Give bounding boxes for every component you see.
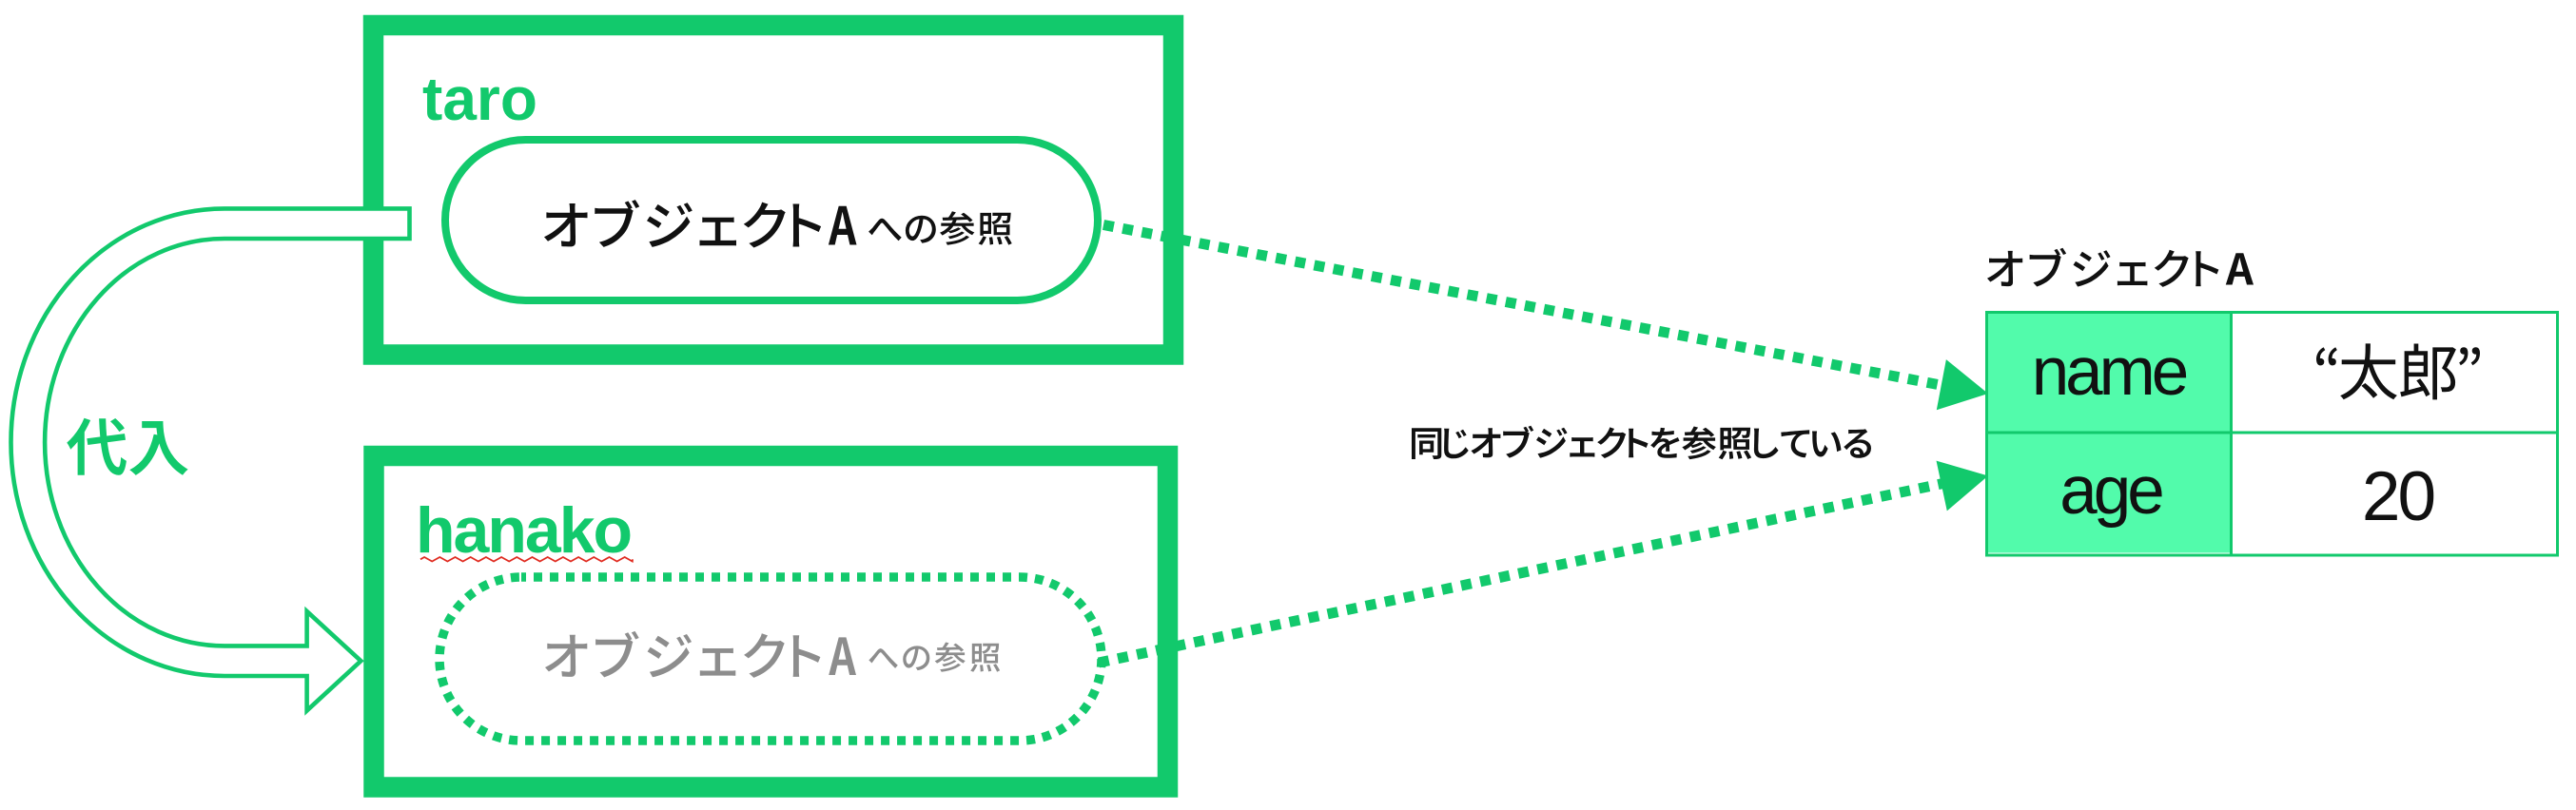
svg-text:20: 20 [2362,458,2434,535]
svg-text:hanako: hanako [416,494,631,567]
svg-text:name: name [2032,335,2187,410]
svg-text:age: age [2059,453,2162,529]
svg-text:taro: taro [422,65,537,133]
